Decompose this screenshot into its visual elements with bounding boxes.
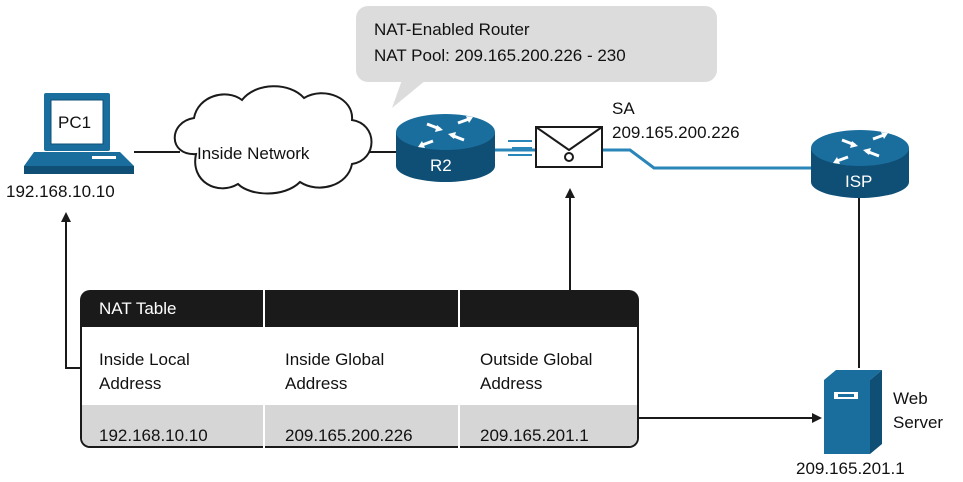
web-server-icon <box>824 370 882 454</box>
nat-value-outside-global: 209.165.201.1 <box>480 426 589 445</box>
packet-sa-ip: 209.165.200.226 <box>612 123 740 142</box>
nat-table-body <box>80 327 639 448</box>
nat-value-inside-local: 192.168.10.10 <box>99 426 208 445</box>
nat-divider-2 <box>458 290 460 448</box>
nat-table-title: NAT Table <box>99 299 177 318</box>
packet-envelope-icon <box>508 126 603 168</box>
nat-value-inside-global: 209.165.200.226 <box>285 426 413 445</box>
nat-divider-1 <box>263 290 265 448</box>
pc-icon <box>24 93 134 174</box>
packet-sa-label: SA <box>612 99 635 118</box>
nat-table-data-row <box>82 405 637 446</box>
inside-network-cloud <box>173 85 373 195</box>
nat-table-header <box>80 290 639 327</box>
server-label-line2: Server <box>893 413 944 432</box>
callout-line-2: NAT Pool: 209.165.200.226 - 230 <box>374 46 626 65</box>
router-isp-icon <box>811 130 909 198</box>
pc-ip: 192.168.10.10 <box>6 182 115 201</box>
callout-tail <box>392 80 426 108</box>
arrow-table-to-pc <box>61 212 80 369</box>
router-isp-label: ISP <box>845 172 873 191</box>
nat-col-header-inside-local: Inside Local Address <box>99 350 190 393</box>
router-callout <box>356 6 717 82</box>
callout-line-1: NAT-Enabled Router <box>374 20 530 39</box>
router-r2-label: R2 <box>430 156 452 175</box>
server-label-line1: Web <box>893 389 928 408</box>
router-r2-icon <box>396 114 495 182</box>
nat-col-header-outside-global: Outside Global Address <box>480 350 593 393</box>
pc-label: PC1 <box>58 113 92 132</box>
nat-table: NAT Table Inside Local Address Inside Gl… <box>80 290 639 448</box>
nat-col-header-inside-global: Inside Global Address <box>285 350 385 393</box>
server-ip: 209.165.201.1 <box>796 459 905 478</box>
cloud-label: Inside Network <box>197 144 310 163</box>
